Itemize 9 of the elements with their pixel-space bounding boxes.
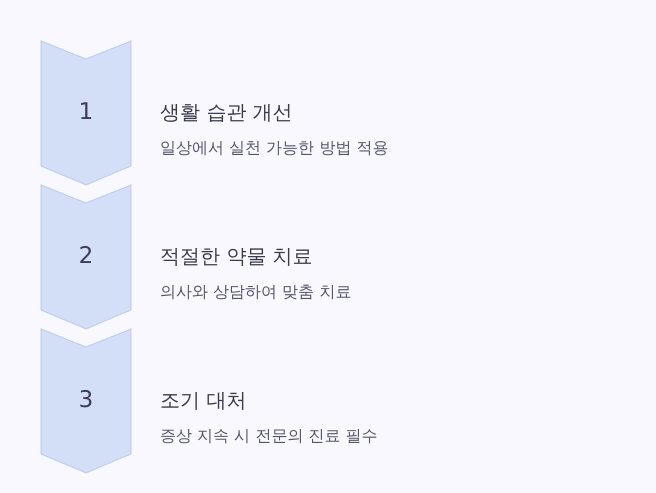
step-heading: 생활 습관 개선 [160,99,293,125]
step-description: 의사와 상담하여 맞춤 치료 [160,281,352,303]
step-heading: 조기 대처 [160,387,246,413]
step-number: 2 [78,242,94,270]
step-description: 증상 지속 시 전문의 진료 필수 [160,425,378,447]
step-number: 3 [78,386,94,414]
step-description: 일상에서 실천 가능한 방법 적용 [160,137,388,159]
step-number: 1 [78,98,94,126]
step-heading: 적절한 약물 치료 [160,243,313,269]
